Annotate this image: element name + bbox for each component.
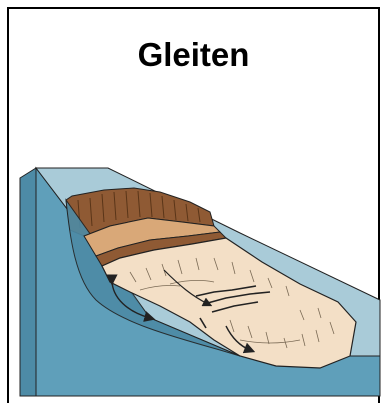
slope-side-face xyxy=(20,168,36,396)
